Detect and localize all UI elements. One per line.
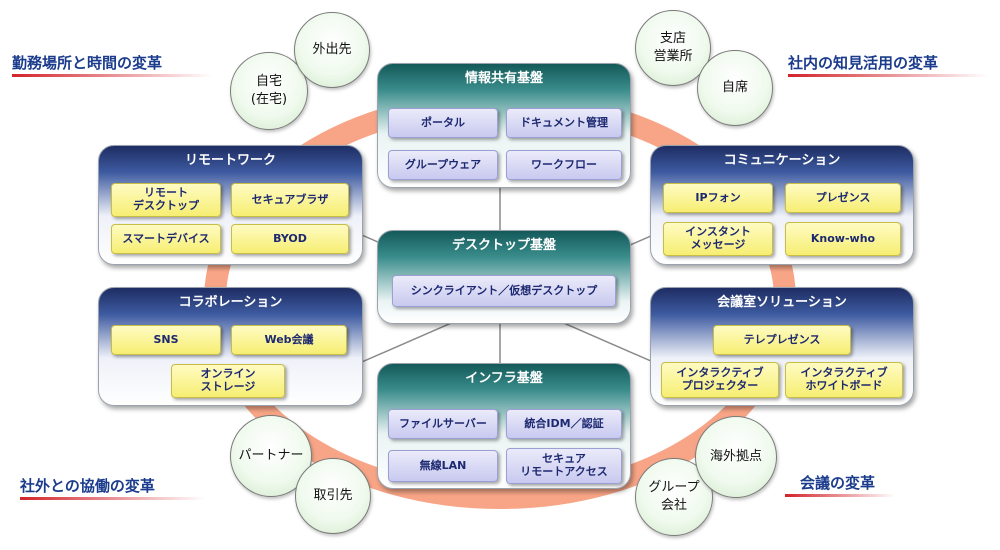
section-communication: コミュニケーション IPフォン プレゼンス インスタント メッセージ Know-… [650,145,914,265]
section-remote-work: リモートワーク リモート デスクトップ セキュアブラザ スマートデバイス BYO… [98,145,363,265]
item-web-meeting: Web会議 [231,325,347,355]
circle-own-desk: 自席 [697,50,773,126]
item-sns: SNS [111,325,221,355]
circle-home: 自宅 (在宅) [230,52,308,130]
heading-external-collab: 社外との協働の変革 [20,477,155,495]
circle-branch: 支店 営業所 [635,10,711,86]
item-interactive-projector: インタラクティブ プロジェクター [661,362,779,398]
section-title: リモートワーク [184,153,276,168]
heading-underline [785,494,895,497]
item-wireless-lan: 無線LAN [388,450,498,482]
item-document-management: ドキュメント管理 [506,108,622,138]
item-secure-browser: セキュアブラザ [231,183,349,217]
circle-partner: パートナー [230,415,312,497]
section-meeting-room: 会議室ソリューション テレプレゼンス インタラクティブ プロジェクター インタラ… [650,287,914,406]
item-groupware: グループウェア [388,150,498,180]
item-ip-phone: IPフォン [663,183,773,213]
heading-underline [788,74,988,77]
heading-work-location: 勤務場所と時間の変革 [12,54,163,72]
section-title: デスクトップ基盤 [451,238,556,253]
heading-meeting: 会議の変革 [800,474,876,492]
circle-outside: 外出先 [294,12,370,88]
heading-underline [12,74,212,77]
item-secure-remote-access: セキュア リモートアクセス [506,448,622,484]
section-title: コラボレーション [178,295,283,310]
section-info-sharing: 情報共有基盤 ポータル ドキュメント管理 グループウェア ワークフロー [377,63,631,188]
section-title: 会議室ソリューション [717,295,847,310]
section-infrastructure: インフラ基盤 ファイルサーバー 統合IDM／認証 無線LAN セキュア リモート… [377,363,631,489]
circle-client: 取引先 [295,458,371,534]
item-online-storage: オンライン ストレージ [171,364,285,398]
item-interactive-whiteboard: インタラクティブ ホワイトボード [785,362,903,398]
item-instant-message: インスタント メッセージ [663,222,773,256]
item-integrated-idm: 統合IDM／認証 [506,409,622,439]
item-file-server: ファイルサーバー [388,409,498,439]
circle-overseas: 海外拠点 [695,416,777,498]
item-remote-desktop: リモート デスクトップ [111,183,221,217]
heading-underline [20,497,205,500]
section-title: インフラ基盤 [465,371,543,386]
item-telepresence: テレプレゼンス [713,325,851,355]
item-know-who: Know-who [785,222,901,256]
section-desktop-infra: デスクトップ基盤 シンクライアント／仮想デスクトップ [377,230,631,324]
item-presence: プレゼンス [785,183,901,213]
item-workflow: ワークフロー [506,150,622,180]
section-title: 情報共有基盤 [464,71,543,86]
item-thin-client: シンクライアント／仮想デスクトップ [392,275,616,307]
item-portal: ポータル [388,108,498,138]
item-smart-device: スマートデバイス [111,224,221,254]
item-byod: BYOD [231,224,349,254]
section-title: コミュニケーション [723,153,841,168]
heading-knowledge: 社内の知見活用の変革 [788,54,939,72]
circle-group-company: グループ 会社 [635,458,713,536]
section-collaboration: コラボレーション SNS Web会議 オンライン ストレージ [98,287,363,406]
